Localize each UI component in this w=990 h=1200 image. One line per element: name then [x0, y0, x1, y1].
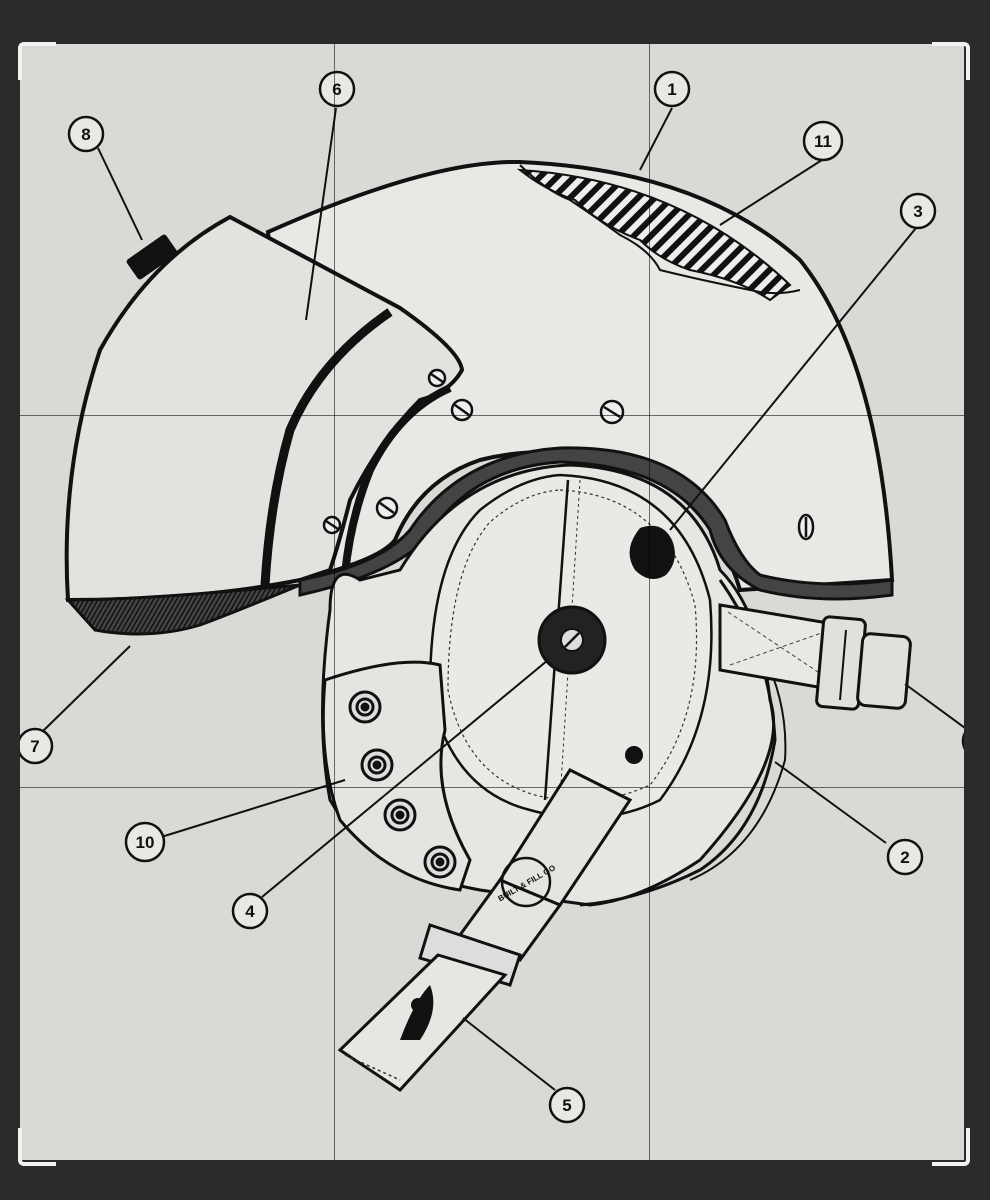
crop-handle-bottom-right[interactable] — [932, 1128, 970, 1166]
screws — [322, 368, 815, 541]
rivet — [625, 746, 643, 764]
strap-hole — [400, 985, 434, 1040]
cutaway-edge — [519, 164, 801, 295]
photo-canvas[interactable]: BUILT & FILL GO 1 2 — [20, 44, 964, 1160]
callout-3-label: 3 — [913, 202, 922, 221]
callout-7-label: 7 — [30, 737, 39, 756]
visor-shade — [64, 583, 301, 636]
strap-stamp — [500, 856, 552, 908]
chin-buckle — [418, 923, 522, 987]
callout-2-label: 2 — [900, 848, 909, 867]
callout-11-label: 11 — [814, 132, 832, 151]
leader-lines — [41, 107, 964, 1091]
edge-roll — [298, 446, 894, 601]
crop-handle-top-right[interactable] — [932, 42, 970, 80]
callout-10-label: 10 — [136, 833, 155, 852]
crop-handle-bottom-left[interactable] — [18, 1128, 56, 1166]
helmet-diagram: BUILT & FILL GO 1 2 — [20, 70, 964, 1124]
callout-1: 1 — [653, 70, 691, 108]
padding-hatch — [516, 168, 792, 302]
strap-fitting — [856, 632, 912, 710]
callout-5-label: 5 — [562, 1096, 571, 1115]
callout-4: 4 — [231, 892, 269, 930]
callout-11: 11 — [802, 120, 844, 162]
crop-handle-top-left[interactable] — [18, 42, 56, 80]
visor-lower-rim — [341, 384, 452, 576]
visor-rim — [260, 308, 393, 586]
visor-housing — [64, 214, 465, 603]
callout-3: 3 — [899, 192, 937, 230]
callout-10: 10 — [124, 821, 166, 863]
callout-2: 2 — [886, 838, 924, 876]
callout-8: 8 — [67, 115, 105, 153]
callout-1-label: 1 — [667, 80, 676, 99]
crop-grid-line-vertical-2 — [649, 44, 650, 1160]
vent-hole — [629, 525, 675, 579]
callout-6-label: 6 — [332, 80, 341, 99]
callout-5: 5 — [548, 1086, 586, 1124]
visor-knob — [126, 234, 178, 280]
callout-4-label: 4 — [245, 902, 255, 921]
crop-grid-line-horizontal-2 — [20, 787, 964, 788]
callout-6: 6 — [318, 70, 356, 108]
callout-9: 9 — [961, 732, 964, 750]
callout-8-label: 8 — [81, 125, 90, 144]
crop-grid-line-horizontal-1 — [20, 415, 964, 416]
crop-grid-line-vertical-1 — [334, 44, 335, 1160]
snaps — [348, 690, 457, 879]
callout-7: 7 — [20, 727, 54, 765]
